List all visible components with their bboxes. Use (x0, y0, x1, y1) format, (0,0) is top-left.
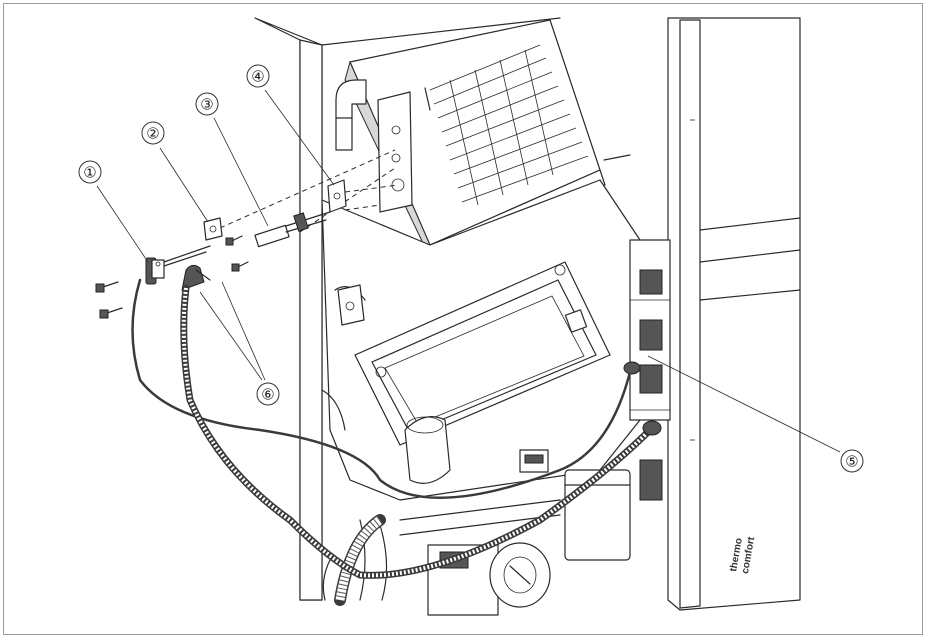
gas-pipe-elbow (335, 79, 367, 151)
fixing-screw-gasket (225, 235, 249, 272)
pump (427, 542, 551, 616)
callout-3-label: ③ (200, 97, 213, 114)
callout-2: ② (141, 121, 209, 223)
callout-3: ③ (195, 92, 269, 227)
appliance-side-wall (254, 17, 561, 601)
gas-valve (404, 416, 451, 484)
ignition-cable (180, 284, 662, 579)
manifold-piping (322, 499, 561, 601)
callout-1: ① (78, 160, 149, 263)
callout-2-label: ② (146, 126, 159, 143)
electrode-gasket (203, 217, 223, 241)
appliance-casing-right (667, 17, 801, 611)
inspection-window (354, 261, 611, 446)
housing-gasket (327, 179, 347, 213)
ionisation-electrode (145, 245, 211, 285)
electrode-mounting-plate (377, 91, 413, 213)
connector-block (519, 449, 549, 473)
callout-5: ⑤ (647, 355, 864, 473)
callout-1-label: ① (83, 165, 96, 182)
ignition-electrode (254, 211, 331, 248)
ionisation-cable (131, 278, 641, 500)
control-unit-connectors (629, 239, 671, 501)
callout-6-label: ⑥ (261, 387, 274, 404)
side-bracket (337, 284, 365, 326)
expansion-vessel (564, 469, 631, 561)
ignition-cable-connector (181, 264, 211, 291)
callout-4-label: ④ (251, 69, 264, 86)
callout-4: ④ (246, 64, 335, 186)
callout-6: ⑥ (199, 281, 280, 406)
callout-5-label: ⑤ (845, 454, 858, 471)
assembly-guide-lines (219, 149, 399, 233)
corrugated-hose (334, 514, 386, 606)
fixing-screws-ionisation (95, 281, 123, 319)
